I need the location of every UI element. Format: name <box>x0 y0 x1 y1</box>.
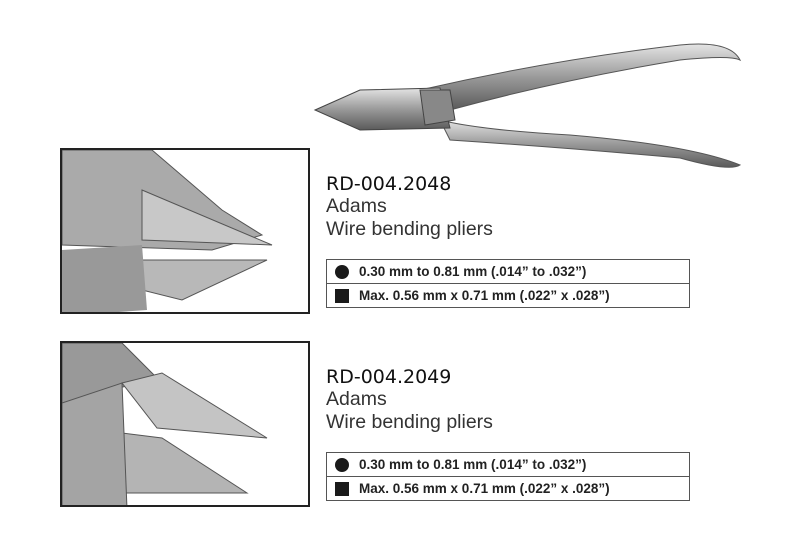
product-description: Wire bending pliers <box>326 218 493 240</box>
spec-row-round: 0.30 mm to 0.81 mm (.014” to .032”) <box>327 453 689 476</box>
spec-text: 0.30 mm to 0.81 mm (.014” to .032”) <box>359 457 587 472</box>
jaw-closeup-image-2049 <box>60 341 310 507</box>
spec-text: Max. 0.56 mm x 0.71 mm (.022” x .028”) <box>359 288 610 303</box>
spec-table-2048: 0.30 mm to 0.81 mm (.014” to .032”) Max.… <box>326 259 690 308</box>
product-info-2049: RD-004.2049 Adams Wire bending pliers <box>326 366 493 434</box>
product-brand: Adams <box>326 388 387 410</box>
round-wire-icon <box>335 457 349 472</box>
spec-row-square: Max. 0.56 mm x 0.71 mm (.022” x .028”) <box>327 476 689 500</box>
product-code: RD-004.2048 <box>326 173 452 195</box>
spec-row-round: 0.30 mm to 0.81 mm (.014” to .032”) <box>327 260 689 283</box>
spec-text: 0.30 mm to 0.81 mm (.014” to .032”) <box>359 264 587 279</box>
spec-text: Max. 0.56 mm x 0.71 mm (.022” x .028”) <box>359 481 610 496</box>
product-info-2048: RD-004.2048 Adams Wire bending pliers <box>326 173 493 241</box>
product-description: Wire bending pliers <box>326 411 493 433</box>
spec-row-square: Max. 0.56 mm x 0.71 mm (.022” x .028”) <box>327 283 689 307</box>
round-wire-icon <box>335 264 349 279</box>
jaw-closeup-image-2048 <box>60 148 310 314</box>
spec-table-2049: 0.30 mm to 0.81 mm (.014” to .032”) Max.… <box>326 452 690 501</box>
square-wire-icon <box>335 288 349 303</box>
product-brand: Adams <box>326 195 387 217</box>
product-code: RD-004.2049 <box>326 366 452 388</box>
square-wire-icon <box>335 481 349 496</box>
pliers-overview-image <box>313 43 742 168</box>
